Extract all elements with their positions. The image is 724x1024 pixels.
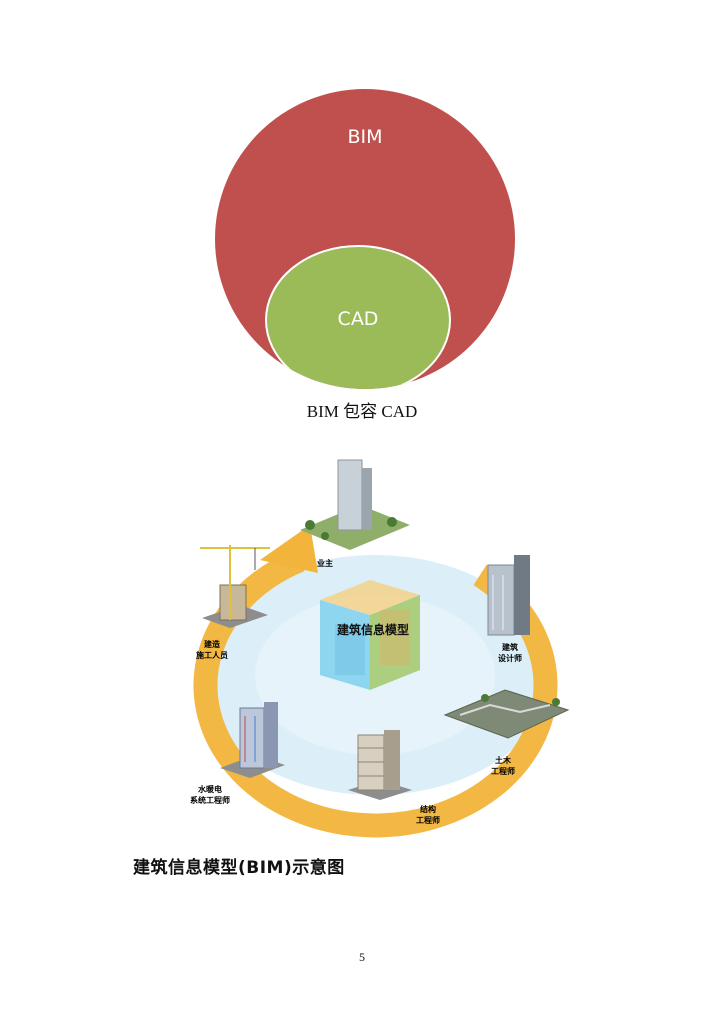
figure-caption: 建筑信息模型(BIM)示意图 — [133, 858, 345, 878]
owner-label: 业主 — [317, 558, 333, 568]
ring-arrowhead-icon — [260, 525, 318, 573]
builder-label-1: 建造 — [203, 639, 220, 649]
mep-building — [220, 702, 285, 778]
architect-building — [487, 555, 530, 636]
builder-label-2: 施工人员 — [196, 650, 228, 660]
structural-label-1: 结构 — [420, 804, 436, 814]
bim-model-cube — [320, 580, 420, 690]
civil-site — [443, 689, 570, 739]
workflow-ring — [193, 548, 558, 838]
owner-building — [300, 459, 410, 550]
builder-site — [200, 545, 270, 628]
page-number: 5 — [359, 950, 365, 964]
architect-label-2: 设计师 — [498, 653, 522, 663]
civil-label-2: 工程师 — [491, 766, 515, 776]
civil-label-1: 土木 — [495, 755, 512, 765]
bim-label: BIM — [347, 126, 382, 148]
architect-label-1: 建筑 — [501, 642, 518, 652]
venn-diagram: BIM CAD — [215, 89, 515, 389]
mep-label-2: 系统工程师 — [190, 795, 230, 805]
mep-label-1: 水暖电 — [197, 784, 222, 794]
structural-building — [348, 730, 412, 800]
center-label: 建筑信息模型 — [336, 622, 409, 637]
venn-caption: BIM 包容 CAD — [306, 402, 418, 421]
structural-label-2: 工程师 — [416, 815, 440, 825]
bim-diagram: 建筑信息模型 业主 建筑 设计师 土木 工程师 结构 工程师 — [190, 459, 570, 838]
cad-label: CAD — [338, 308, 379, 330]
cad-circle — [265, 245, 451, 389]
